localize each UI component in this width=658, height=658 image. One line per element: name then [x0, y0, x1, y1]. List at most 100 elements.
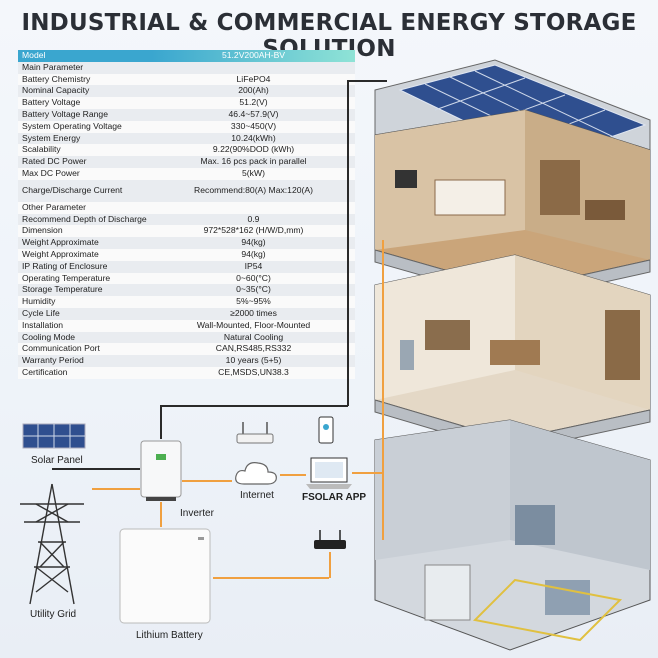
spec-value: 51.2V200AH-BV	[152, 50, 355, 62]
connector-building-riser	[382, 240, 384, 540]
spec-param: Communication Port	[18, 343, 152, 356]
spec-param: Weight Approximate	[18, 248, 152, 261]
spec-param: Scalability	[18, 144, 152, 157]
spec-value: IP54	[152, 260, 355, 273]
spec-value: 972*528*162 (H/W/D,mm)	[152, 225, 355, 238]
internet-label: Internet	[240, 490, 274, 501]
floor-retail-store	[374, 254, 651, 453]
utility-grid-label: Utility Grid	[30, 609, 77, 620]
spec-param: Warranty Period	[18, 355, 152, 367]
spec-value: Natural Cooling	[152, 331, 355, 344]
spec-value: 5(kW)	[152, 167, 355, 180]
spec-value: 330~450(V)	[152, 120, 355, 133]
spec-param: Battery Voltage	[18, 97, 152, 109]
spec-param: Other Parameter	[18, 201, 152, 214]
spec-param: Certification	[18, 366, 152, 379]
spec-row: Main Parameter	[18, 61, 355, 74]
spec-param: Battery Voltage Range	[18, 108, 152, 121]
connector-laptop-to-building	[352, 472, 382, 474]
spec-value: CE,MSDS,UN38.3	[152, 366, 355, 379]
spec-value: 10 years (5+5)	[152, 355, 355, 367]
connector-cloud-to-laptop	[280, 474, 306, 476]
connector-top-to-roof	[347, 80, 387, 82]
floor-hotel-room	[374, 109, 651, 303]
floor-factory	[374, 419, 651, 651]
spec-value: 200(Ah)	[152, 85, 355, 98]
spec-value: Wall-Mounted, Floor-Mounted	[152, 319, 355, 332]
spec-row: Other Parameter	[18, 201, 355, 214]
spec-param: Cycle Life	[18, 307, 152, 320]
spec-value: ≥2000 times	[152, 307, 355, 320]
connector-router-vertical	[329, 552, 331, 578]
solar-panel-label: Solar Panel	[31, 455, 83, 466]
spec-param: Installation	[18, 319, 152, 332]
router-icon-lower	[314, 530, 346, 549]
utility-tower-icon	[20, 483, 84, 605]
connector-grid-to-inverter	[92, 488, 140, 490]
spec-param: Operating Temperature	[18, 272, 152, 285]
spec-param: Weight Approximate	[18, 237, 152, 249]
spec-param: System Operating Voltage	[18, 120, 152, 133]
lithium-battery-label: Lithium Battery	[136, 630, 203, 641]
spec-value: 51.2(V)	[152, 97, 355, 109]
spec-param: Cooling Mode	[18, 331, 152, 344]
inverter-label: Inverter	[180, 508, 214, 519]
spec-param: Humidity	[18, 296, 152, 308]
spec-value: 94(kg)	[152, 237, 355, 249]
spec-param: Max DC Power	[18, 167, 152, 180]
inverter-icon	[140, 440, 182, 501]
spec-param: IP Rating of Enclosure	[18, 260, 152, 273]
spec-value: Recommend:80(A) Max:120(A)	[152, 179, 355, 202]
connector-table-horizontal	[160, 405, 348, 407]
phone-app-icon	[318, 416, 334, 444]
spec-value: 0~35(°C)	[152, 284, 355, 297]
spec-row: Cycle Life≥2000 times	[18, 307, 355, 320]
spec-param: Storage Temperature	[18, 284, 152, 297]
spec-value: 9.22(90%DOD (kWh)	[152, 144, 355, 157]
lithium-battery-icon	[119, 528, 211, 624]
spec-value	[152, 201, 355, 214]
spec-param: Nominal Capacity	[18, 85, 152, 98]
fsolar-app-label: FSOLAR APP	[302, 492, 367, 503]
connector-table-to-inverter	[160, 405, 162, 439]
spec-value: 94(kg)	[152, 248, 355, 261]
spec-value: 5%~95%	[152, 296, 355, 308]
connector-battery-to-router	[213, 577, 329, 579]
spec-value: 0~60(°C)	[152, 272, 355, 285]
spec-param: Rated DC Power	[18, 156, 152, 168]
spec-param: Charge/Discharge Current	[18, 179, 152, 202]
spec-param: Model	[18, 50, 152, 62]
spec-value: 0.9	[152, 213, 355, 226]
wifi-router-icon	[236, 422, 274, 444]
connector-to-building	[347, 80, 349, 406]
connector-inverter-to-cloud	[182, 480, 232, 482]
spec-value	[152, 61, 355, 74]
spec-value: Max. 16 pcs pack in parallel	[152, 156, 355, 168]
spec-param: Dimension	[18, 225, 152, 238]
spec-value: CAN,RS485,RS332	[152, 343, 355, 356]
spec-param: Battery Chemistry	[18, 73, 152, 86]
solar-panel-icon	[22, 423, 86, 449]
